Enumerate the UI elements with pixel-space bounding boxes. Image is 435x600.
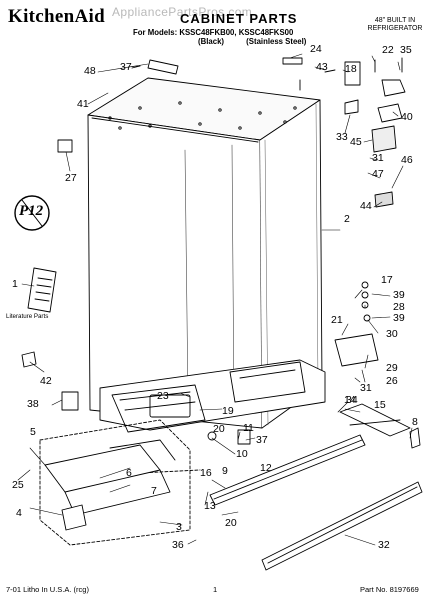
- callout-17: 17: [381, 274, 393, 286]
- callout-19: 19: [222, 405, 234, 417]
- callout-31b: 31: [360, 382, 372, 394]
- footer-part-number: Part No. 8197669: [360, 585, 419, 594]
- callout-25: 25: [12, 479, 24, 491]
- variant-stainless: (Stainless Steel): [246, 37, 307, 46]
- callout-39b: 39: [393, 312, 405, 324]
- base-channel: [44, 439, 176, 516]
- callout-36: 36: [172, 539, 184, 551]
- footer-litho: 7-01 Litho In U.S.A. (rcg): [6, 585, 89, 594]
- callout-12: 12: [260, 462, 272, 474]
- callout-18: 18: [345, 63, 357, 75]
- callout-41: 41: [77, 98, 89, 110]
- brand-logo: KitchenAid: [8, 6, 105, 27]
- p12-stamp: [14, 195, 50, 231]
- callout-38: 38: [27, 398, 39, 410]
- callout-2: 2: [344, 213, 350, 225]
- callout-32: 32: [378, 539, 390, 551]
- callout-47: 47: [372, 168, 384, 180]
- callout-4: 4: [16, 507, 22, 519]
- page-title: CABINET PARTS: [180, 11, 298, 26]
- callout-31a: 31: [372, 152, 384, 164]
- p12-stamp-text: P12: [19, 203, 44, 219]
- callout-44: 44: [360, 200, 372, 212]
- callout-8: 8: [412, 416, 418, 428]
- callout-14: 14: [344, 394, 356, 406]
- callout-23: 23: [157, 390, 169, 402]
- cabinet-body: [87, 77, 323, 429]
- product-type: 48" BUILT IN REFRIGERATOR: [360, 17, 430, 33]
- callout-5: 5: [30, 426, 36, 438]
- callout-16: 16: [200, 467, 212, 479]
- callout-39a: 39: [393, 289, 405, 301]
- callout-15: 15: [374, 399, 386, 411]
- callout-6: 6: [126, 467, 132, 479]
- callout-48: 48: [84, 65, 96, 77]
- literature-booklet: [27, 267, 57, 313]
- callout-7: 7: [151, 485, 157, 497]
- callout-42: 42: [40, 375, 52, 387]
- callout-35: 35: [400, 44, 412, 56]
- callout-40: 40: [401, 111, 413, 123]
- front-grille-assembly: [209, 403, 423, 571]
- callout-3: 3: [176, 521, 182, 533]
- product-type-line1: 48" BUILT IN: [374, 17, 416, 24]
- model-variants: (Black) (Stainless Steel): [198, 37, 306, 46]
- callout-13: 13: [204, 500, 216, 512]
- product-type-line2: REFRIGERATOR: [367, 25, 423, 32]
- callout-33: 33: [336, 131, 348, 143]
- footer-page-number: 1: [213, 585, 218, 594]
- callout-1: 1: [12, 278, 18, 290]
- callout-45: 45: [350, 136, 362, 148]
- callout-9: 9: [222, 465, 228, 477]
- callout-24: 24: [310, 43, 322, 55]
- callout-20a: 20: [213, 423, 225, 435]
- callout-28: 28: [393, 301, 405, 313]
- model-numbers: For Models: KSSC48FKB00, KSSC48FKS00: [133, 28, 294, 37]
- watermark: AppliancePartsPros.com: [112, 5, 253, 19]
- callout-11: 11: [243, 422, 254, 434]
- callout-43: 43: [316, 61, 328, 73]
- callout-37a: 37: [120, 61, 132, 73]
- machine-compartment: [99, 359, 326, 433]
- variant-black: (Black): [198, 37, 224, 46]
- callout-27: 27: [65, 172, 77, 184]
- callout-46: 46: [401, 154, 413, 166]
- callout-20b: 20: [225, 517, 237, 529]
- callout-21: 21: [331, 314, 343, 326]
- callout-10: 10: [236, 448, 248, 460]
- callout-34: 34: [346, 394, 358, 406]
- callout-26: 26: [386, 375, 398, 387]
- callout-29: 29: [386, 362, 398, 374]
- callout-22: 22: [382, 44, 394, 56]
- literature-parts-label: Literature Parts: [6, 313, 49, 320]
- leader-lines: [17, 53, 413, 546]
- callout-37b: 37: [256, 434, 268, 446]
- callout-30: 30: [386, 328, 398, 340]
